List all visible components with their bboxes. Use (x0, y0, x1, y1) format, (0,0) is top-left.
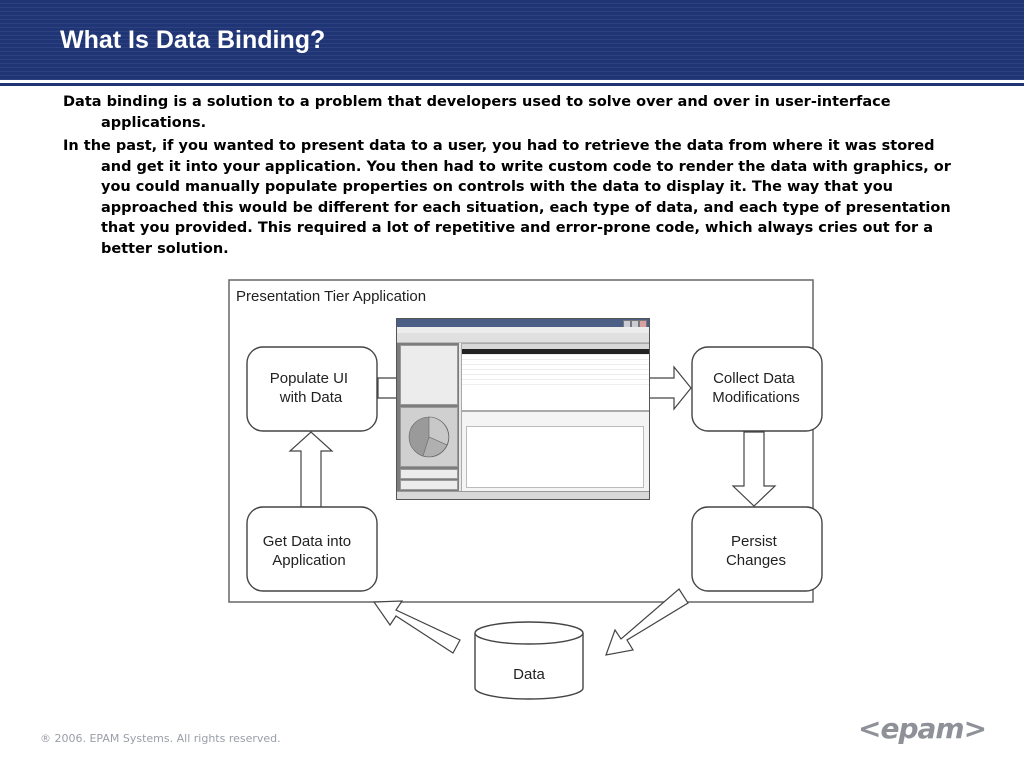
screenshot-detail-pane (461, 411, 650, 493)
data-store-label: Data (513, 666, 545, 683)
screenshot-statusbar (397, 491, 649, 500)
database-cylinder-icon (475, 622, 583, 699)
screenshot-left-panel (397, 343, 459, 491)
screenshot-toolbar (397, 333, 649, 343)
application-screenshot (396, 318, 650, 500)
container-label: Presentation Tier Application (236, 288, 426, 305)
copyright-footer: ® 2006. EPAM Systems. All rights reserve… (40, 732, 281, 745)
arrow-data-to-getdata (374, 601, 460, 653)
epam-logo: <epam> (858, 712, 986, 745)
pie-chart-icon (401, 408, 457, 466)
screenshot-data-grid (461, 343, 650, 411)
screenshot-titlebar (397, 319, 649, 327)
